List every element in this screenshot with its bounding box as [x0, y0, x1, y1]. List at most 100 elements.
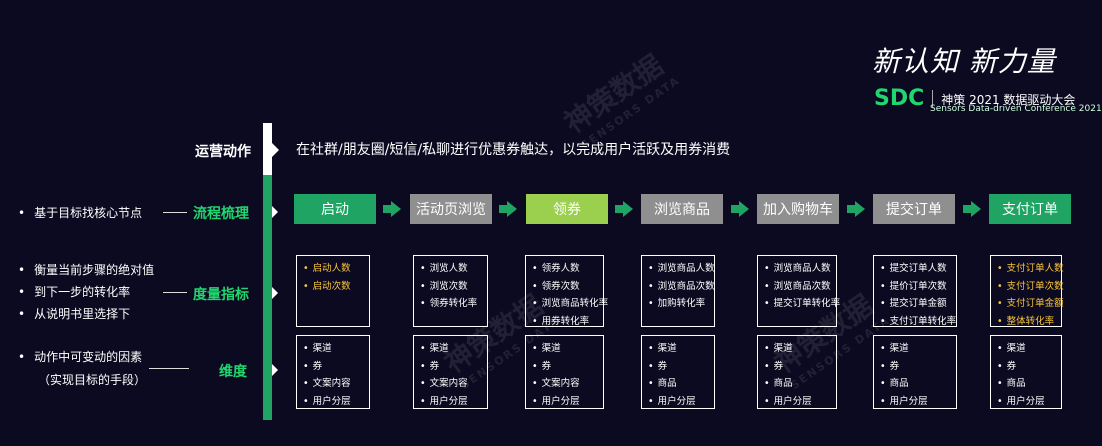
metrics-box-activity-page-view: 浏览人数 浏览次数 领券转化率	[413, 255, 488, 327]
step-pay-order: 支付订单	[989, 194, 1071, 224]
dimension-item: 文案内容	[532, 375, 603, 393]
dimension-item: 用户分层	[420, 393, 487, 411]
timeline-bar-top	[263, 123, 272, 175]
dimension-item: 文案内容	[420, 375, 487, 393]
metrics-box-pay-order: 支付订单人数 支付订单次数 支付订单金额 整体转化率	[990, 255, 1064, 327]
dimension-item: 渠道	[532, 340, 603, 358]
metric-item: 提价订单次数	[880, 278, 956, 296]
metric-item: 整体转化率	[997, 313, 1061, 331]
step-claim-coupon: 领券	[526, 194, 608, 224]
arrow-right-icon	[847, 201, 865, 217]
metric-item: 启动人数	[303, 260, 369, 278]
metric-item: 领券次数	[532, 278, 603, 296]
dimension-item: 商品	[997, 375, 1061, 393]
dimension-item: 用户分层	[764, 393, 836, 411]
dimension-item: 渠道	[997, 340, 1061, 358]
brand-separator	[932, 90, 934, 108]
metric-item: 领券转化率	[420, 295, 487, 313]
metric-item: 启动次数	[303, 278, 369, 296]
dimension-item: 商品	[764, 375, 836, 393]
dimensions-box-activity-page-view: 渠道 券 文案内容 用户分层	[413, 335, 488, 409]
metrics-box-submit-order: 提交订单人数 提价订单次数 提交订单金额 支付订单转化率	[873, 255, 957, 327]
dimension-item: 券	[648, 358, 714, 376]
operation-label: 运营动作	[195, 144, 251, 160]
pointer-arrow-icon	[272, 206, 278, 218]
dimension-item: 用户分层	[648, 393, 714, 411]
flow-label: 流程梳理	[193, 206, 249, 222]
dimensions-box-claim-coupon: 渠道 券 文案内容 用户分层	[525, 335, 604, 409]
dimension-item: 文案内容	[303, 375, 369, 393]
dimensions-label: 维度	[219, 364, 247, 380]
metrics-box-launch: 启动人数 启动次数	[296, 255, 370, 327]
dimension-item: 用户分层	[303, 393, 369, 411]
flow-note: 基于目标找核心节点	[18, 204, 142, 221]
timeline-bar	[263, 175, 272, 420]
conference-name-en: Sensors Data-driven Conference 2021	[930, 104, 1102, 114]
connector-line	[149, 368, 189, 369]
dimension-item: 券	[532, 358, 603, 376]
dimensions-box-pay-order: 渠道 券 商品 用户分层	[990, 335, 1062, 409]
step-launch: 启动	[294, 194, 376, 224]
arrow-right-icon	[731, 201, 749, 217]
step-add-to-cart: 加入购物车	[757, 194, 839, 224]
dimension-item: 用户分层	[997, 393, 1061, 411]
metric-item: 提交订单金额	[880, 295, 956, 313]
metric-item: 浏览商品人数	[764, 260, 836, 278]
metric-item: 用券转化率	[532, 313, 603, 331]
metric-item: 浏览商品次数	[648, 278, 715, 296]
dimension-item: 渠道	[303, 340, 369, 358]
dimension-item: 券	[764, 358, 836, 376]
dimension-item: 渠道	[880, 340, 956, 358]
pointer-arrow-icon	[272, 364, 278, 376]
connector-line	[163, 292, 187, 293]
conference-name-cn: 神策 2021 数据驱动大会	[941, 92, 1076, 107]
arrow-right-icon	[615, 201, 633, 217]
metrics-box-claim-coupon: 领券人数 领券次数 浏览商品转化率 用券转化率	[525, 255, 609, 327]
dimensions-box-submit-order: 渠道 券 商品 用户分层	[873, 335, 957, 409]
dimension-item: 用户分层	[880, 393, 956, 411]
arrow-right-icon	[499, 201, 517, 217]
metric-item: 浏览次数	[420, 278, 487, 296]
metric-item: 领券人数	[532, 260, 603, 278]
conference-brand: SDC 神策 2021 数据驱动大会	[874, 88, 1075, 110]
dimension-item: 用户分层	[532, 393, 603, 411]
dimension-item: 券	[420, 358, 487, 376]
dimension-item: 渠道	[420, 340, 487, 358]
conference-slogan: 新认知 新力量	[872, 45, 1056, 78]
dimension-item: 券	[997, 358, 1061, 376]
metric-item: 支付订单转化率	[880, 313, 957, 331]
metric-item: 浏览人数	[420, 260, 487, 278]
metrics-note: 到下一步的转化率	[18, 283, 130, 300]
dimensions-box-launch: 渠道 券 文案内容 用户分层	[296, 335, 370, 409]
sdc-logo: SDC	[874, 86, 925, 111]
metrics-label: 度量指标	[193, 287, 249, 303]
dimension-item: 商品	[880, 375, 956, 393]
dimension-item: 券	[303, 358, 369, 376]
dimension-item: 商品	[648, 375, 714, 393]
metrics-note: 从说明书里选择下	[18, 305, 130, 322]
dimensions-note: （实现目标的手段）	[38, 373, 147, 387]
metric-item: 提交订单转化率	[764, 295, 841, 313]
metric-item: 支付订单金额	[997, 295, 1064, 313]
dimensions-box-add-to-cart: 渠道 券 商品 用户分层	[757, 335, 837, 409]
step-browse-products: 浏览商品	[641, 194, 723, 224]
arrow-right-icon	[383, 201, 401, 217]
step-submit-order: 提交订单	[873, 194, 955, 224]
metrics-box-add-to-cart: 浏览商品人数 浏览商品次数 提交订单转化率	[757, 255, 841, 327]
metric-item: 浏览商品转化率	[532, 295, 609, 313]
metric-item: 支付订单次数	[997, 278, 1064, 296]
metric-item: 加购转化率	[648, 295, 714, 313]
arrow-right-icon	[963, 201, 981, 217]
step-activity-page-view: 活动页浏览	[410, 194, 492, 224]
operation-text: 在社群/朋友圈/短信/私聊进行优惠券触达，以完成用户活跃及用券消费	[296, 142, 731, 158]
metric-item: 浏览商品次数	[764, 278, 836, 296]
dimension-item: 渠道	[648, 340, 714, 358]
metric-item: 浏览商品人数	[648, 260, 715, 278]
pointer-arrow-icon	[272, 143, 279, 157]
dimension-item: 券	[880, 358, 956, 376]
metric-item: 支付订单人数	[997, 260, 1064, 278]
connector-line	[163, 212, 187, 213]
metric-item: 提交订单人数	[880, 260, 956, 278]
metrics-note: 衡量当前步骤的绝对值	[18, 261, 154, 278]
